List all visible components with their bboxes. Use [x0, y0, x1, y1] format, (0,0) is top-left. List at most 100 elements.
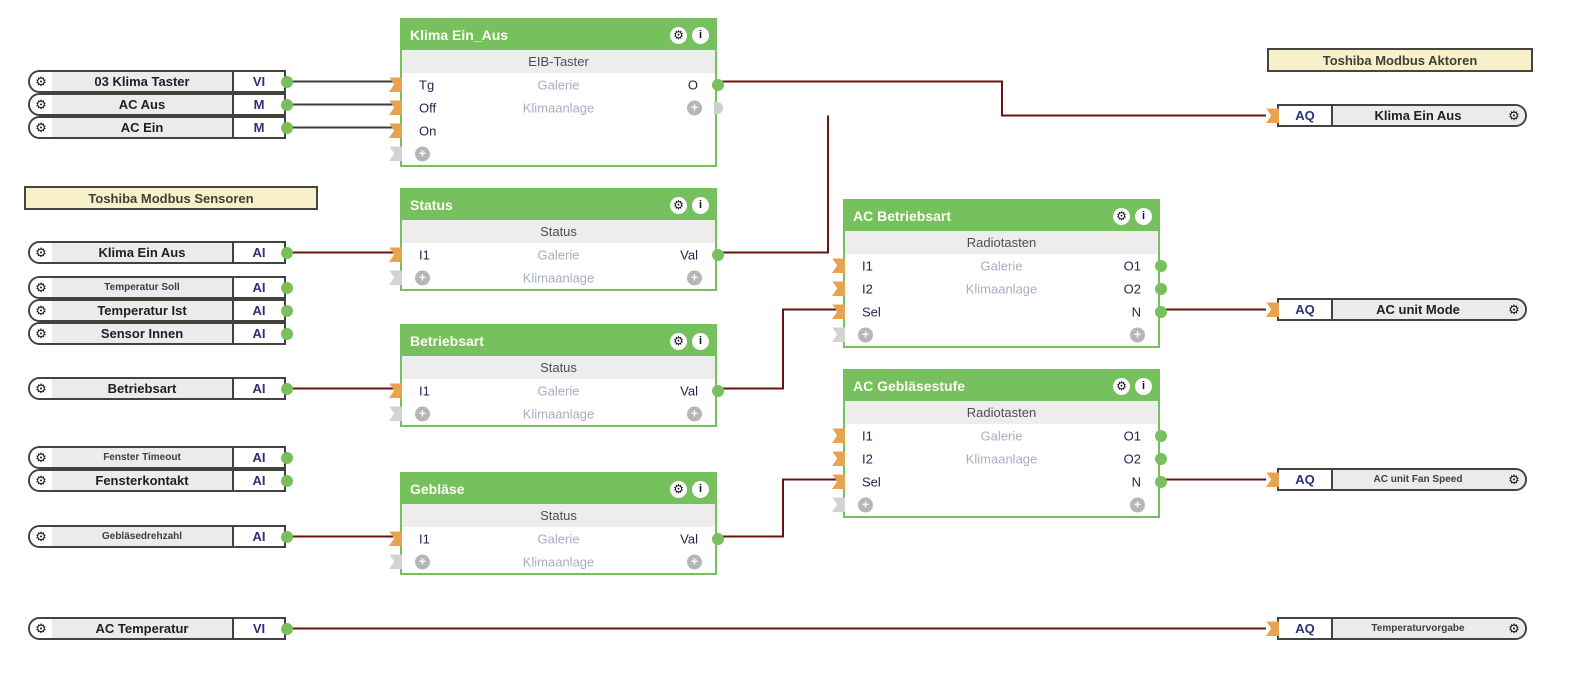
block-klima-ein-aus[interactable]: Klima Ein_Aus ⚙ i EIB-Taster Tg Galerie …: [389, 18, 724, 167]
add-input-icon[interactable]: +: [858, 497, 873, 512]
gear-icon[interactable]: ⚙: [670, 480, 687, 498]
input-block-ac-aus[interactable]: ⚙ AC Aus M: [28, 93, 293, 116]
add-input-icon[interactable]: +: [415, 146, 430, 161]
input-block-temperatur-soll[interactable]: ⚙ Temperatur Soll AI: [28, 276, 293, 299]
gear-icon[interactable]: ⚙: [30, 324, 52, 343]
spare-input-connector[interactable]: [389, 270, 402, 285]
output-block-klima-ein-aus[interactable]: AQ Klima Ein Aus ⚙: [1266, 104, 1527, 127]
output-connector[interactable]: [281, 474, 293, 487]
info-icon[interactable]: i: [692, 480, 709, 498]
input-block-betriebsart[interactable]: ⚙ Betriebsart AI: [28, 377, 293, 400]
gear-icon[interactable]: ⚙: [670, 332, 687, 350]
input-connector[interactable]: [389, 247, 402, 262]
output-connector[interactable]: [1155, 305, 1167, 318]
input-connector[interactable]: [1266, 108, 1279, 123]
output-connector[interactable]: [1155, 259, 1167, 272]
gear-icon[interactable]: ⚙: [1113, 207, 1130, 225]
info-icon[interactable]: i: [692, 332, 709, 350]
add-output-icon[interactable]: +: [687, 554, 702, 569]
input-block-fensterkontakt[interactable]: ⚙ Fensterkontakt AI: [28, 469, 293, 492]
output-connector[interactable]: [712, 384, 724, 397]
input-block-klima-ein-aus[interactable]: ⚙ Klima Ein Aus AI: [28, 241, 293, 264]
output-connector[interactable]: [281, 121, 293, 134]
spare-input-connector[interactable]: [389, 554, 402, 569]
output-connector[interactable]: [281, 98, 293, 111]
gear-icon[interactable]: ⚙: [1503, 619, 1525, 638]
input-block-geblaesedrehzahl[interactable]: ⚙ Gebläsedrehzahl AI: [28, 525, 293, 548]
input-connector[interactable]: [832, 428, 845, 443]
wire-betriebsart-val-sel[interactable]: [719, 308, 845, 390]
add-output-icon[interactable]: +: [687, 406, 702, 421]
output-connector[interactable]: [1155, 452, 1167, 465]
gear-icon[interactable]: ⚙: [30, 471, 52, 490]
input-connector[interactable]: [832, 304, 845, 319]
input-block-temperatur-ist[interactable]: ⚙ Temperatur Ist AI: [28, 299, 293, 322]
output-connector[interactable]: [281, 451, 293, 464]
block-geblaese[interactable]: Gebläse ⚙ i Status I1 Galerie Val + Klim…: [389, 472, 724, 575]
info-icon[interactable]: i: [1135, 207, 1152, 225]
info-icon[interactable]: i: [1135, 377, 1152, 395]
add-input-icon[interactable]: +: [858, 327, 873, 342]
gear-icon[interactable]: ⚙: [1503, 106, 1525, 125]
spare-input-connector[interactable]: [832, 327, 845, 342]
output-block-temperaturvorgabe[interactable]: AQ Temperaturvorgabe ⚙: [1266, 617, 1527, 640]
gear-icon[interactable]: ⚙: [30, 619, 52, 638]
gear-icon[interactable]: ⚙: [30, 72, 52, 91]
input-connector[interactable]: [389, 77, 402, 92]
block-status[interactable]: Status ⚙ i Status I1 Galerie Val + Klima…: [389, 188, 724, 291]
add-input-icon[interactable]: +: [415, 406, 430, 421]
input-connector[interactable]: [389, 123, 402, 138]
output-connector[interactable]: [712, 78, 724, 91]
gear-icon[interactable]: ⚙: [670, 196, 687, 214]
gear-icon[interactable]: ⚙: [1113, 377, 1130, 395]
add-output-icon[interactable]: +: [1130, 327, 1145, 342]
block-ac-betriebsart[interactable]: AC Betriebsart ⚙ i Radiotasten I1 Galeri…: [832, 199, 1167, 348]
info-icon[interactable]: i: [692, 196, 709, 214]
input-connector[interactable]: [1266, 621, 1279, 636]
input-block-ac-temperatur[interactable]: ⚙ AC Temperatur VI: [28, 617, 293, 640]
gear-icon[interactable]: ⚙: [30, 448, 52, 467]
input-connector[interactable]: [1266, 302, 1279, 317]
output-connector[interactable]: [281, 382, 293, 395]
add-input-icon[interactable]: +: [415, 554, 430, 569]
gear-icon[interactable]: ⚙: [30, 243, 52, 262]
output-connector[interactable]: [281, 622, 293, 635]
output-connector[interactable]: [281, 304, 293, 317]
output-connector[interactable]: [712, 532, 724, 545]
gear-icon[interactable]: ⚙: [1503, 300, 1525, 319]
add-output-icon[interactable]: +: [687, 270, 702, 285]
input-block-sensor-innen[interactable]: ⚙ Sensor Innen AI: [28, 322, 293, 345]
output-connector[interactable]: [281, 246, 293, 259]
gear-icon[interactable]: ⚙: [30, 95, 52, 114]
spare-output-connector[interactable]: [714, 101, 723, 114]
output-block-ac-unit-fan-speed[interactable]: AQ AC unit Fan Speed ⚙: [1266, 468, 1527, 491]
input-connector[interactable]: [832, 451, 845, 466]
gear-icon[interactable]: ⚙: [30, 118, 52, 137]
input-connector[interactable]: [1266, 472, 1279, 487]
output-connector[interactable]: [281, 327, 293, 340]
block-ac-geblaesestufe[interactable]: AC Gebläsestufe ⚙ i Radiotasten I1 Galer…: [832, 369, 1167, 518]
gear-icon[interactable]: ⚙: [1503, 470, 1525, 489]
output-connector[interactable]: [281, 281, 293, 294]
input-connector[interactable]: [832, 258, 845, 273]
output-connector[interactable]: [1155, 475, 1167, 488]
wire-geblaese-val-sel[interactable]: [719, 478, 845, 538]
output-connector[interactable]: [1155, 429, 1167, 442]
spare-input-connector[interactable]: [389, 146, 402, 161]
gear-icon[interactable]: ⚙: [30, 527, 52, 546]
output-connector[interactable]: [281, 75, 293, 88]
output-connector[interactable]: [712, 248, 724, 261]
gear-icon[interactable]: ⚙: [30, 278, 52, 297]
output-block-ac-unit-mode[interactable]: AQ AC unit Mode ⚙: [1266, 298, 1527, 321]
input-connector[interactable]: [389, 383, 402, 398]
wire-status-val[interactable]: [719, 115, 829, 254]
add-output-icon[interactable]: +: [1130, 497, 1145, 512]
info-icon[interactable]: i: [692, 26, 709, 44]
gear-icon[interactable]: ⚙: [30, 379, 52, 398]
spare-input-connector[interactable]: [389, 406, 402, 421]
spare-input-connector[interactable]: [832, 497, 845, 512]
input-connector[interactable]: [389, 531, 402, 546]
add-input-icon[interactable]: +: [415, 270, 430, 285]
output-connector[interactable]: [281, 530, 293, 543]
